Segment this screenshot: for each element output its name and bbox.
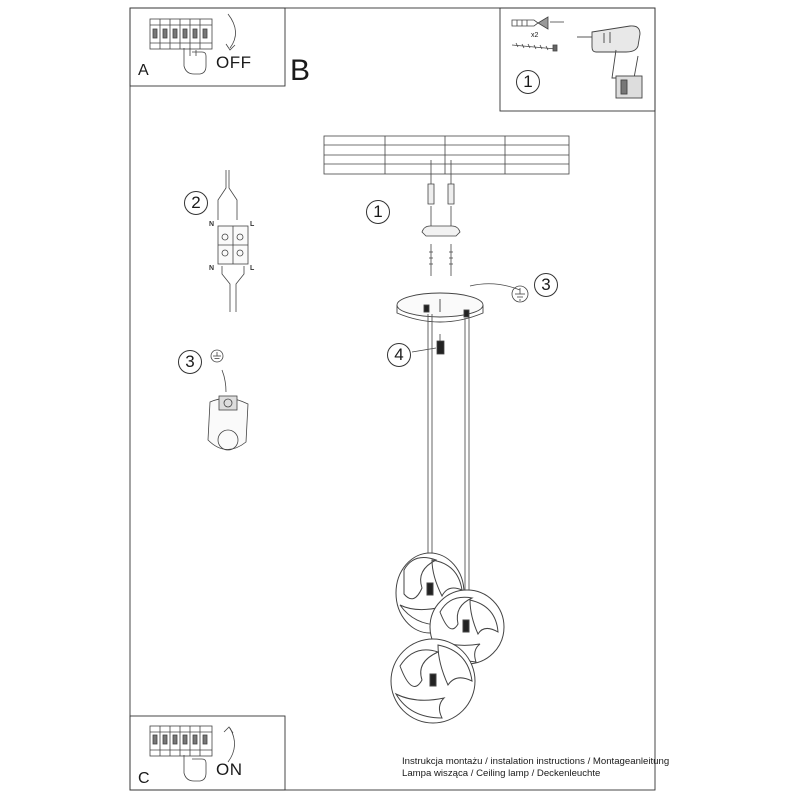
- breaker-on-icon: [149, 725, 235, 782]
- wall-anchor-icon: [511, 16, 564, 30]
- terminal-label-bottom-right: L: [250, 265, 255, 272]
- terminal-label-top-left: N: [209, 221, 215, 228]
- panel-c-box: [129, 715, 286, 791]
- terminal-label-bottom-left: N: [209, 265, 215, 272]
- panel-b-letter: B: [290, 54, 311, 87]
- anchor-quantity: x2: [531, 32, 539, 39]
- ceiling-surface: [323, 135, 570, 175]
- panel-c-letter: C: [138, 770, 150, 787]
- screw-step-number: 4: [387, 343, 411, 367]
- footer-line-1: Instrukcja montażu / instalation instruc…: [402, 756, 670, 767]
- terminal-label-top-right: L: [250, 221, 255, 228]
- tools-box: [499, 7, 656, 112]
- ground-symbol-icon: [511, 285, 529, 303]
- breaker-off-icon: [149, 13, 236, 75]
- screw-icon: [511, 42, 558, 52]
- anchor-step-number: 1: [366, 200, 390, 224]
- lamp-shade-lower: [390, 638, 476, 724]
- outer-frame: [129, 7, 656, 791]
- ground-terminal-detail: [207, 349, 249, 451]
- terminal-block-diagram: [217, 170, 249, 312]
- panel-c-state: ON: [216, 760, 243, 779]
- mounting-hardware: [421, 160, 521, 291]
- panel-a-box: [129, 7, 286, 87]
- ground-detail-step-number: 3: [178, 350, 202, 374]
- canopy: [396, 292, 484, 323]
- panel-a-letter: A: [138, 62, 149, 79]
- drill-icon: [577, 25, 643, 99]
- tools-step-number: 1: [516, 70, 540, 94]
- panel-a-state: OFF: [216, 53, 252, 72]
- ground-main-step-number: 3: [534, 273, 558, 297]
- wiring-step-number: 2: [184, 191, 208, 215]
- footer-line-2: Lampa wisząca / Ceiling lamp / Deckenleu…: [402, 768, 601, 779]
